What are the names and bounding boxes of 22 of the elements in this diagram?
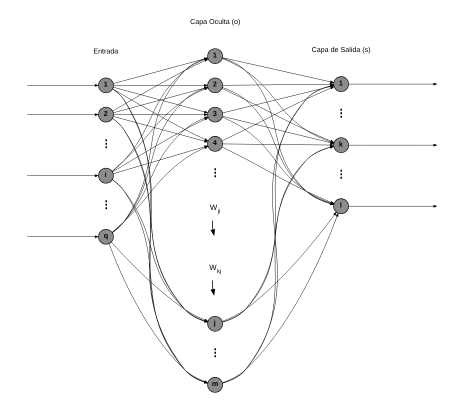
label: ⋮ (210, 348, 220, 360)
label: ⋮ (100, 200, 111, 212)
arrow (348, 144, 438, 147)
arrow (26, 174, 99, 178)
arrow (210, 280, 216, 296)
arrow (222, 212, 338, 383)
label: ⋮ (336, 108, 346, 120)
arrow (210, 220, 216, 236)
label: ⋮ (336, 170, 346, 180)
arrow (222, 144, 334, 146)
arrow (222, 82, 334, 86)
label: ⋮ (210, 168, 220, 180)
arrow (348, 82, 438, 86)
arrow (348, 204, 438, 208)
arrow (26, 84, 99, 87)
arrow (222, 57, 334, 84)
label: ⋮ (100, 138, 111, 150)
arrow (113, 113, 208, 116)
arrow (26, 235, 99, 238)
arrow (26, 113, 99, 116)
arrow (113, 84, 208, 87)
arrow (222, 212, 337, 322)
